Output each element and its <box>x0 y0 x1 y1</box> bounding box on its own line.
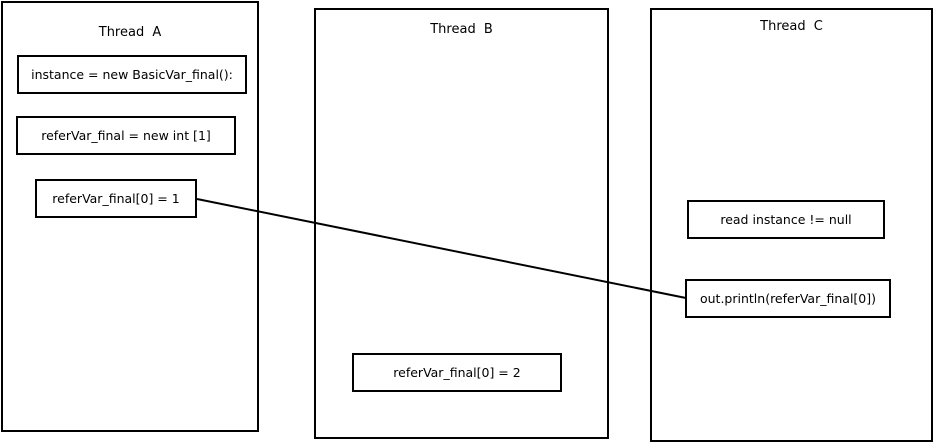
step-create-instance: instance = new BasicVar_final(): <box>17 55 247 94</box>
thread-b-title: Thread B <box>430 22 493 37</box>
thread-c-title: Thread C <box>760 19 823 34</box>
step-allocate-array: referVar_final = new int [1] <box>16 116 236 155</box>
step-write-two: referVar_final[0] = 2 <box>352 353 562 392</box>
step-print-value: out.println(referVar_final[0]) <box>685 279 891 318</box>
step-write-one: referVar_final[0] = 1 <box>35 179 197 218</box>
thread-a-title: Thread A <box>98 25 162 40</box>
step-read-instance: read instance != null <box>687 200 885 239</box>
